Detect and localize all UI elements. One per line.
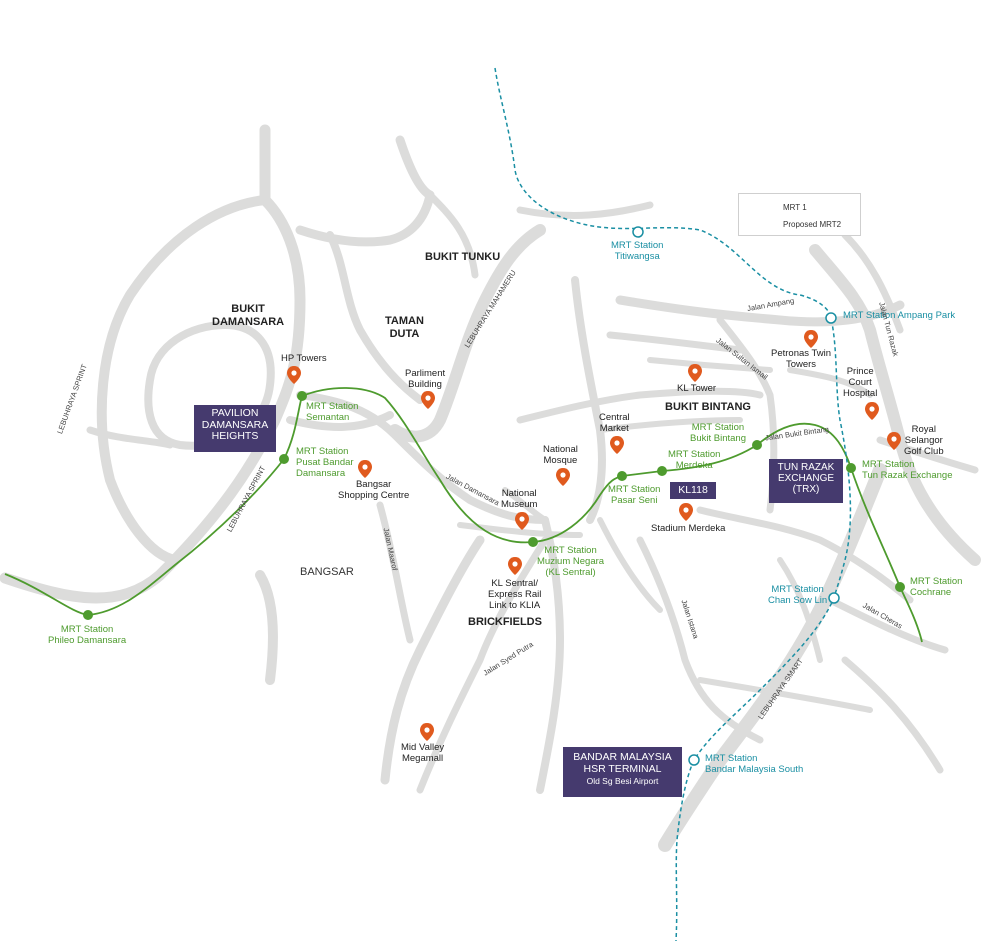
road-network <box>0 124 981 852</box>
station-label-tun-razak-exchange: MRT Station Tun Razak Exchange <box>862 459 953 481</box>
area-label-taman-duta: TAMAN DUTA <box>385 315 424 340</box>
legend-mrt2-label: Proposed MRT2 <box>783 220 842 229</box>
station-ampang-park[interactable] <box>825 312 837 324</box>
landmark-label-royal-selangor: Royal Selangor Golf Club <box>904 424 944 457</box>
station-chan-sow-lin[interactable] <box>828 592 840 604</box>
landmark-label-prince-court: Prince Court Hospital <box>843 366 878 399</box>
highlight-bandar-malaysia[interactable]: BANDAR MALAYSIA HSR TERMINAL Old Sg Besi… <box>563 747 682 797</box>
station-label-cochrane: MRT Station Cochrane <box>910 576 963 598</box>
landmark-label-kl-tower: KL Tower <box>677 383 717 394</box>
station-label-ampang-park: MRT Station Ampang Park <box>843 310 956 321</box>
highlight-kl118[interactable]: KL118 <box>670 482 716 499</box>
area-label-bangsar: BANGSAR <box>300 566 354 578</box>
marker-icon-mid-valley[interactable] <box>420 723 434 741</box>
mrt2-line <box>494 67 852 941</box>
station-titiwangsa[interactable] <box>632 226 644 238</box>
marker-icon-kl-tower[interactable] <box>688 364 702 382</box>
station-label-semantan: MRT Station Semantan <box>306 401 359 423</box>
highlight-tun-razak-exchange[interactable]: TUN RAZAK EXCHANGE (TRX) <box>769 459 843 503</box>
area-label-brickfields: BRICKFIELDS <box>468 616 542 628</box>
landmark-label-petronas: Petronas Twin Towers <box>771 348 832 370</box>
marker-icon-bangsar-shopping-centre[interactable] <box>358 460 372 478</box>
station-label-chan-sow-lin: MRT Station Chan Sow Lin <box>768 584 828 606</box>
station-bukit-bintang[interactable] <box>752 440 762 450</box>
station-label-pusat-bandar-damansara: MRT Station Pusat Bandar Damansara <box>296 446 354 479</box>
landmark-label-national-mosque: National Mosque <box>543 444 578 466</box>
landmark-label-kl-sentral: KL Sentral/ Express Rail Link to KLIA <box>488 578 542 611</box>
station-label-merdeka: MRT Station Merdeka <box>668 449 721 471</box>
station-label-bandar-malaysia-south: MRT Station Bandar Malaysia South <box>705 753 804 775</box>
marker-icon-national-museum[interactable] <box>515 512 529 530</box>
station-phileo-damansara[interactable] <box>83 610 93 620</box>
landmark-label-mid-valley: Mid Valley Megamall <box>401 742 445 764</box>
station-label-muzium-negara: MRT Station Muzium Negara (KL Sentral) <box>537 545 605 578</box>
highlight-bandar-malaysia-title: BANDAR MALAYSIA HSR TERMINAL <box>573 751 672 775</box>
marker-icon-central-market[interactable] <box>610 436 624 454</box>
landmark-label-stadium-merdeka: Stadium Merdeka <box>651 523 726 534</box>
highlight-bandar-malaysia-subtitle: Old Sg Besi Airport <box>586 776 659 787</box>
station-label-bukit-bintang: MRT Station Bukit Bintang <box>690 422 746 444</box>
marker-icon-petronas[interactable] <box>804 330 818 348</box>
station-pusat-bandar-damansara[interactable] <box>279 454 289 464</box>
marker-icon-parliment[interactable] <box>421 391 435 409</box>
station-label-titiwangsa: MRT Station Titiwangsa <box>611 240 664 262</box>
mrt1-stations <box>83 391 905 620</box>
station-cochrane[interactable] <box>895 582 905 592</box>
marker-icon-stadium-merdeka[interactable] <box>679 503 693 521</box>
legend-mrt1-label: MRT 1 <box>783 203 807 212</box>
station-bandar-malaysia-south[interactable] <box>688 754 700 766</box>
landmark-label-national-museum: National Museum <box>501 488 538 510</box>
station-label-phileo-damansara: MRT Station Phileo Damansara <box>48 624 127 646</box>
mrt2-stations <box>632 226 840 766</box>
station-label-pasar-seni: MRT Station Pasar Seni <box>608 484 661 506</box>
marker-icon-national-mosque[interactable] <box>556 468 570 486</box>
landmark-label-parliment: Parliment Building <box>405 368 446 390</box>
landmark-label-central-market: Central Market <box>599 412 630 434</box>
map-legend: MRT 1 Proposed MRT2 <box>738 193 861 236</box>
station-semantan[interactable] <box>297 391 307 401</box>
station-merdeka[interactable] <box>657 466 667 476</box>
marker-icon-prince-court[interactable] <box>865 402 879 420</box>
area-label-bukit-tunku: BUKIT TUNKU <box>425 251 501 263</box>
station-pasar-seni[interactable] <box>617 471 627 481</box>
marker-icon-kl-sentral[interactable] <box>508 557 522 575</box>
highlight-pavilion-damansara-heights[interactable]: PAVILION DAMANSARA HEIGHTS <box>194 405 276 452</box>
area-label-bukit-damansara: BUKIT DAMANSARA <box>212 303 285 328</box>
landmark-label-hp-towers: HP Towers <box>281 353 327 364</box>
station-tun-razak-exchange[interactable] <box>846 463 856 473</box>
area-label-bukit-bintang: BUKIT BINTANG <box>665 401 751 413</box>
mrt1-line <box>4 387 923 643</box>
landmark-label-bangsar-shopping-centre: Bangsar Shopping Centre <box>338 479 410 501</box>
station-muzium-negara[interactable] <box>528 537 538 547</box>
